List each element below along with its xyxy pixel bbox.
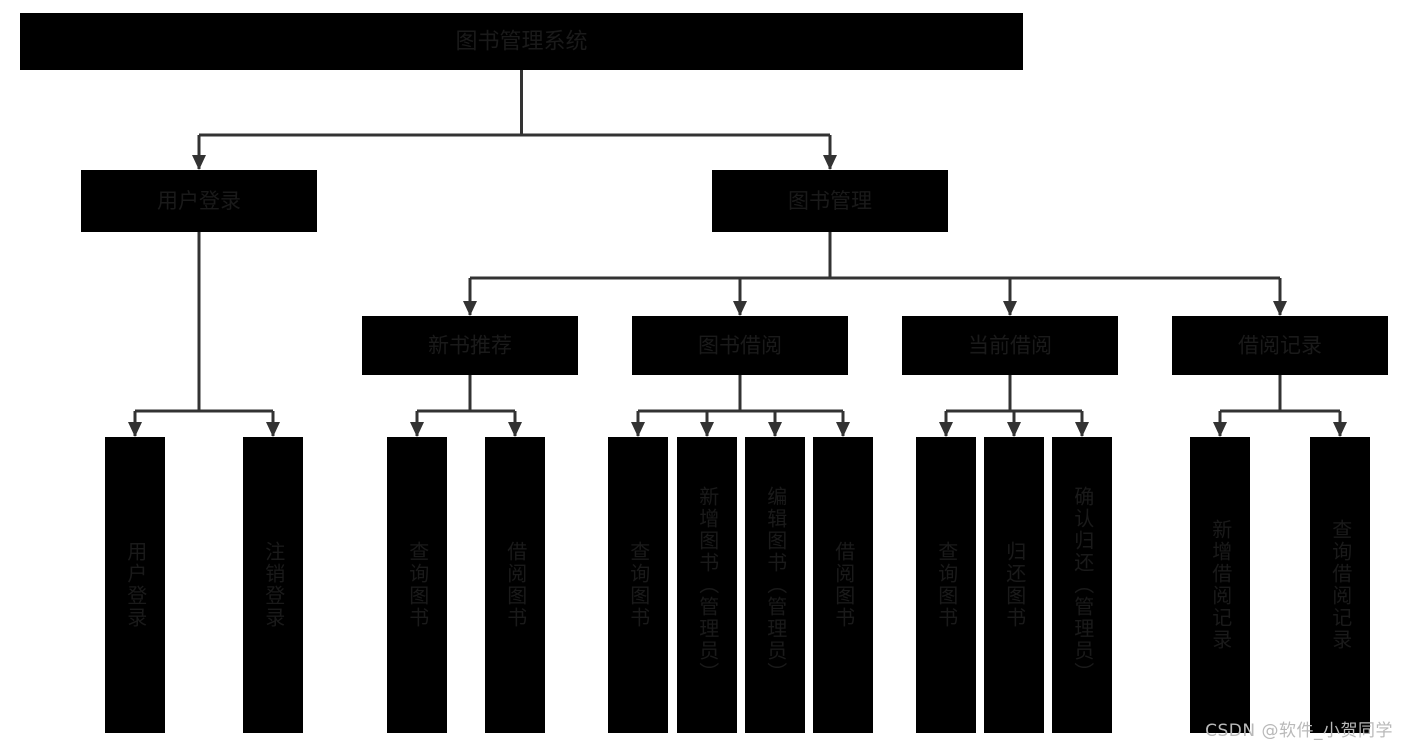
node-leaf-user-login[interactable] [105, 437, 165, 733]
arrow-head-icon [410, 422, 424, 437]
node-leaf-add-record[interactable] [1190, 437, 1250, 733]
boxes-layer [20, 13, 1388, 733]
node-leaf-return-book[interactable] [984, 437, 1044, 733]
node-book-manage[interactable] [712, 170, 948, 232]
node-borrow-record[interactable] [1172, 316, 1388, 375]
arrow-head-icon [768, 422, 782, 437]
connectors-layer [128, 70, 1347, 437]
arrow-head-icon [1007, 422, 1021, 437]
node-leaf-borrow-book-2[interactable] [813, 437, 873, 733]
arrow-head-icon [1273, 301, 1287, 316]
arrow-head-icon [1075, 422, 1089, 437]
arrow-head-icon [1003, 301, 1017, 316]
node-leaf-query-book-3[interactable] [916, 437, 976, 733]
arrow-head-icon [631, 422, 645, 437]
node-label-book-borrow: 图书借阅 [698, 334, 782, 358]
arrow-head-icon [266, 422, 280, 437]
node-root-system[interactable] [20, 13, 1023, 70]
node-label-user-login: 用户登录 [157, 189, 241, 213]
node-leaf-query-book-2[interactable] [608, 437, 668, 733]
node-user-login[interactable] [81, 170, 317, 232]
node-label-new-book-recommend: 新书推荐 [428, 334, 512, 358]
node-leaf-borrow-book-1[interactable] [485, 437, 545, 733]
arrow-head-icon [1333, 422, 1347, 437]
node-root-label: 图书管理系统 [455, 30, 587, 55]
watermark-text: CSDN @软件_小贺同学 [1205, 721, 1393, 741]
node-book-borrow[interactable] [632, 316, 848, 375]
arrow-head-icon [700, 422, 714, 437]
node-new-book-recommend[interactable] [362, 316, 578, 375]
node-leaf-edit-book[interactable] [745, 437, 805, 733]
node-leaf-query-record[interactable] [1310, 437, 1370, 733]
arrow-head-icon [823, 155, 837, 170]
node-leaf-query-book-1[interactable] [387, 437, 447, 733]
node-leaf-add-book[interactable] [677, 437, 737, 733]
arrow-head-icon [463, 301, 477, 316]
node-current-borrow[interactable] [902, 316, 1118, 375]
node-label-current-borrow: 当前借阅 [968, 334, 1052, 358]
node-label-borrow-record: 借阅记录 [1238, 334, 1322, 358]
arrow-head-icon [1213, 422, 1227, 437]
node-leaf-user-logout[interactable] [243, 437, 303, 733]
node-label-book-manage: 图书管理 [788, 189, 872, 213]
arrow-head-icon [733, 301, 747, 316]
arrow-head-icon [128, 422, 142, 437]
arrow-head-icon [192, 155, 206, 170]
node-leaf-confirm-return[interactable] [1052, 437, 1112, 733]
arrow-head-icon [508, 422, 522, 437]
arrow-head-icon [939, 422, 953, 437]
arrow-head-icon [836, 422, 850, 437]
